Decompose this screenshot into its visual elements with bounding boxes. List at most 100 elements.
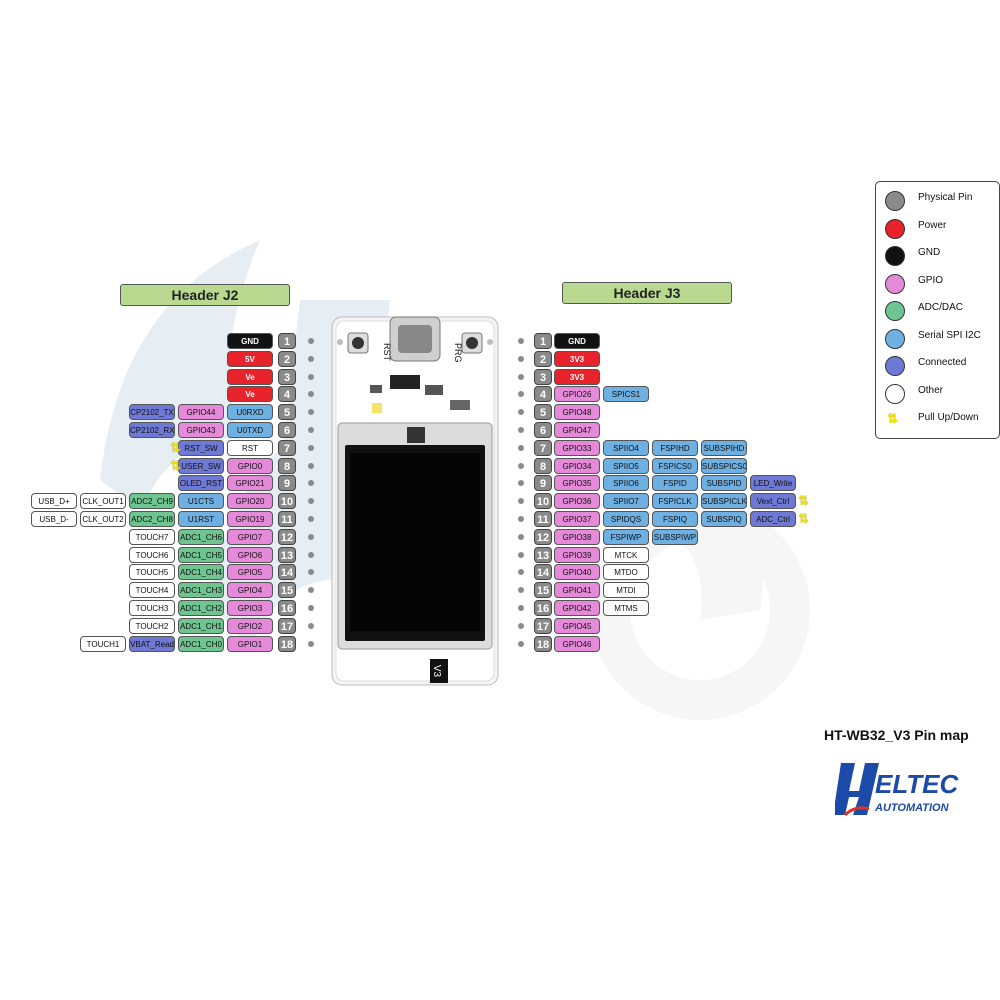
- pin-label-adc1-ch5: ADC1_CH5: [178, 547, 224, 563]
- pin-label-spiio4: SPIIO4: [603, 440, 649, 456]
- right-pin-number: 1: [534, 333, 552, 349]
- left-pin-number: 7: [278, 440, 296, 456]
- legend-swatch-icon: [885, 191, 905, 211]
- legend-label: Connected: [918, 357, 966, 368]
- svg-text:ELTEC: ELTEC: [875, 769, 960, 799]
- pin-label-adc1-ch0: ADC1_CH0: [178, 636, 224, 652]
- pin-label-mtms: MTMS: [603, 600, 649, 616]
- pin-label-gnd: GND: [227, 333, 273, 349]
- left-pin-dot: [308, 552, 314, 558]
- left-pin-dot: [308, 374, 314, 380]
- left-pin-number: 11: [278, 511, 296, 527]
- pin-label-vext-ctrl: Vext_Ctrl: [750, 493, 796, 509]
- right-pin-dot: [518, 356, 524, 362]
- pin-label-subspiclk: SUBSPICLK: [701, 493, 747, 509]
- pin-label-adc-ctrl: ADC_Ctrl: [750, 511, 796, 527]
- pin-label-adc1-ch2: ADC1_CH2: [178, 600, 224, 616]
- pin-label-gpio1: GPIO1: [227, 636, 273, 652]
- pin-label-touch1: TOUCH1: [80, 636, 126, 652]
- pin-label-gpio36: GPIO36: [554, 493, 600, 509]
- pin-label-spiio5: SPIIO5: [603, 458, 649, 474]
- legend-swatch-icon: [885, 219, 905, 239]
- left-pin-number: 15: [278, 582, 296, 598]
- pin-label-gpio2: GPIO2: [227, 618, 273, 634]
- pin-label-gpio40: GPIO40: [554, 564, 600, 580]
- pin-label-rst: RST: [227, 440, 273, 456]
- right-pin-number: 14: [534, 564, 552, 580]
- legend-swatch-icon: [885, 356, 905, 376]
- left-pin-dot: [308, 623, 314, 629]
- pin-label-fspihd: FSPIHD: [652, 440, 698, 456]
- pin-label-fspiq: FSPIQ: [652, 511, 698, 527]
- pin-label-gpio43: GPIO43: [178, 422, 224, 438]
- left-pin-number: 8: [278, 458, 296, 474]
- legend-swatch-icon: [885, 274, 905, 294]
- right-pin-number: 11: [534, 511, 552, 527]
- left-pin-dot: [308, 356, 314, 362]
- pin-label-subspics0: SUBSPICS0: [701, 458, 747, 474]
- pin-label-cp2102-tx: CP2102_TX: [129, 404, 175, 420]
- left-pin-dot: [308, 463, 314, 469]
- legend-label: GPIO: [918, 275, 943, 286]
- pin-label-gpio4: GPIO4: [227, 582, 273, 598]
- pin-label-mtdi: MTDI: [603, 582, 649, 598]
- right-pin-dot: [518, 605, 524, 611]
- left-pin-dot: [308, 534, 314, 540]
- right-pin-number: 10: [534, 493, 552, 509]
- legend-swatch-icon: [885, 246, 905, 266]
- pin-label-ve: Ve: [227, 386, 273, 402]
- pin-label-gnd: GND: [554, 333, 600, 349]
- pin-label-gpio44: GPIO44: [178, 404, 224, 420]
- svg-text:PRG: PRG: [453, 343, 463, 363]
- pin-label-u0txd: U0TXD: [227, 422, 273, 438]
- pin-label-subspiq: SUBSPIQ: [701, 511, 747, 527]
- left-pin-dot: [308, 516, 314, 522]
- pin-label-clk-out2: CLK_OUT2: [80, 511, 126, 527]
- pin-label-gpio35: GPIO35: [554, 475, 600, 491]
- pin-label-touch5: TOUCH5: [129, 564, 175, 580]
- pin-label-5v: 5V: [227, 351, 273, 367]
- pinmap-title: HT-WB32_V3 Pin map: [824, 727, 969, 743]
- right-pin-dot: [518, 534, 524, 540]
- pin-label-gpio48: GPIO48: [554, 404, 600, 420]
- pull-updown-arrow-icon: ⇅: [170, 440, 181, 456]
- left-pin-number: 12: [278, 529, 296, 545]
- left-pin-number: 10: [278, 493, 296, 509]
- pin-label-u1cts: U1CTS: [178, 493, 224, 509]
- svg-text:AUTOMATION: AUTOMATION: [874, 802, 950, 814]
- pin-label-gpio26: GPIO26: [554, 386, 600, 402]
- right-pin-dot: [518, 623, 524, 629]
- pin-label-touch4: TOUCH4: [129, 582, 175, 598]
- right-pin-number: 13: [534, 547, 552, 563]
- right-pin-number: 9: [534, 475, 552, 491]
- pin-label-subspihd: SUBSPIHD: [701, 440, 747, 456]
- pin-label-adc1-ch4: ADC1_CH4: [178, 564, 224, 580]
- pin-label-clk-out1: CLK_OUT1: [80, 493, 126, 509]
- left-pin-dot: [308, 605, 314, 611]
- header-j3-label: Header J3: [562, 282, 732, 304]
- pin-label-gpio37: GPIO37: [554, 511, 600, 527]
- right-pin-number: 15: [534, 582, 552, 598]
- pin-label-fspiclk: FSPICLK: [652, 493, 698, 509]
- left-pin-number: 6: [278, 422, 296, 438]
- left-pin-number: 17: [278, 618, 296, 634]
- legend-swatch-icon: [885, 301, 905, 321]
- pin-label-gpio38: GPIO38: [554, 529, 600, 545]
- pin-label-gpio47: GPIO47: [554, 422, 600, 438]
- pin-label-adc2-ch8: ADC2_CH8: [129, 511, 175, 527]
- pin-label-user-sw: USER_SW: [178, 458, 224, 474]
- left-pin-dot: [308, 445, 314, 451]
- pin-label-touch3: TOUCH3: [129, 600, 175, 616]
- heltec-logo: ELTEC AUTOMATION: [835, 757, 985, 821]
- pin-label-touch2: TOUCH2: [129, 618, 175, 634]
- pin-label-gpio41: GPIO41: [554, 582, 600, 598]
- pin-label-spidqs: SPIDQS: [603, 511, 649, 527]
- right-pin-number: 5: [534, 404, 552, 420]
- pin-label-vbat-read: VBAT_Read: [129, 636, 175, 652]
- pin-label-gpio20: GPIO20: [227, 493, 273, 509]
- pin-label-subspid: SUBSPID: [701, 475, 747, 491]
- left-pin-number: 9: [278, 475, 296, 491]
- pin-label-gpio34: GPIO34: [554, 458, 600, 474]
